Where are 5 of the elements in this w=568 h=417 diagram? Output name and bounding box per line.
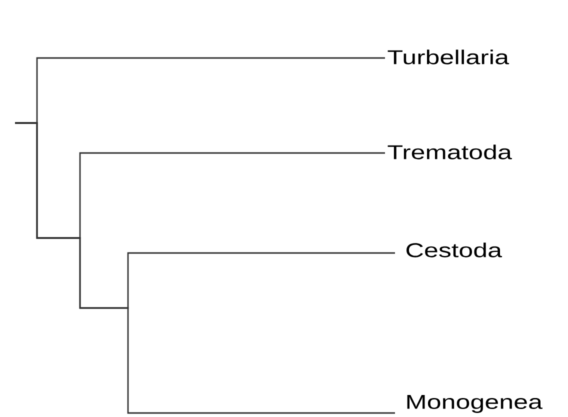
tree-branch: [15, 122, 395, 414]
taxon-label: Turbellaria: [388, 50, 510, 64]
taxon-label: Trematoda: [388, 144, 512, 160]
taxon-label: Monogenea: [407, 395, 542, 413]
taxon-label: Cestoda: [406, 242, 502, 258]
